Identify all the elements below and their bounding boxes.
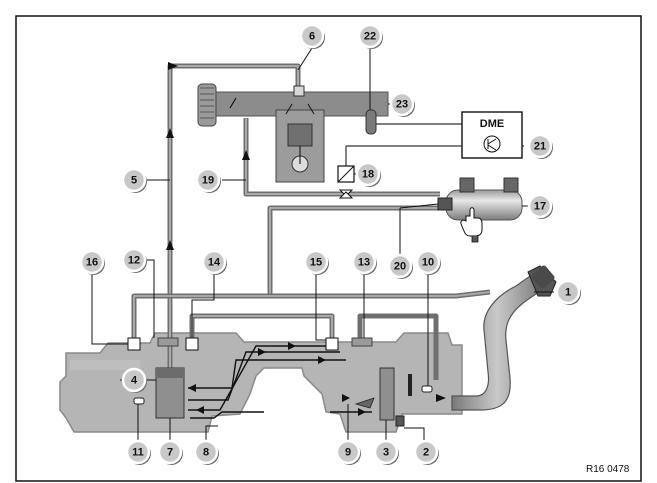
fuel-level-probe xyxy=(408,374,412,396)
callout-23: 23 xyxy=(389,91,415,117)
callout-label: 1 xyxy=(565,287,571,299)
dme-label: DME xyxy=(480,118,504,130)
callout-8: 8 xyxy=(193,439,219,465)
injector xyxy=(293,85,305,97)
callout-10: 10 xyxy=(415,249,441,275)
tank-sensor-left xyxy=(133,397,145,405)
fuel-level-sender xyxy=(379,367,395,421)
callout-label: 7 xyxy=(167,447,173,459)
callout-7: 7 xyxy=(157,439,183,465)
throttle-body xyxy=(197,83,217,127)
callout-5: 5 xyxy=(121,167,147,193)
callout-3: 3 xyxy=(373,439,399,465)
callout-label: 14 xyxy=(208,257,221,269)
callout-17: 17 xyxy=(527,193,553,219)
fuel-pump-top xyxy=(156,368,184,378)
callout-15: 15 xyxy=(303,249,329,275)
hand-pointer-icon xyxy=(460,207,483,243)
charcoal-canister xyxy=(437,177,523,221)
callout-label: 17 xyxy=(534,201,546,213)
vent-valve-16 xyxy=(127,337,141,351)
callout-label: 22 xyxy=(364,31,376,43)
reference-code: R16 0478 xyxy=(586,464,630,475)
callout-12: 12 xyxy=(121,247,147,273)
throttle-ribs xyxy=(200,87,214,119)
callout-16: 16 xyxy=(79,249,105,275)
callout-label: 16 xyxy=(86,257,98,269)
leader-lines xyxy=(91,47,554,442)
callout-label: 11 xyxy=(132,447,144,459)
callout-label: 2 xyxy=(423,447,429,459)
callout-label: 12 xyxy=(128,255,140,267)
tank-highlight xyxy=(70,360,140,370)
callout-2: 2 xyxy=(413,439,439,465)
callout-label: 20 xyxy=(394,261,406,273)
callout-18: 18 xyxy=(355,161,381,187)
tank-vent-valve xyxy=(421,385,433,393)
flange-13 xyxy=(351,337,373,347)
intake-valve xyxy=(285,103,293,115)
callout-14: 14 xyxy=(201,249,227,275)
callout-label: 9 xyxy=(345,447,351,459)
callout-label: 5 xyxy=(131,175,137,187)
dme-transistor-lines xyxy=(487,138,497,151)
callout-21: 21 xyxy=(527,133,553,159)
callout-label: 10 xyxy=(422,257,434,269)
callout-label: 18 xyxy=(362,169,374,181)
callout-1: 1 xyxy=(555,279,581,305)
callout-22: 22 xyxy=(357,23,383,49)
callout-6: 6 xyxy=(299,23,325,49)
callout-label: 4 xyxy=(131,375,138,387)
throttle-plate xyxy=(229,97,237,109)
vent-valve-14 xyxy=(185,337,199,351)
pressure-sensor xyxy=(365,109,377,135)
callout-9: 9 xyxy=(335,439,361,465)
callout-13: 13 xyxy=(351,249,377,275)
callout-20: 20 xyxy=(387,253,413,279)
callout-label: 19 xyxy=(202,175,214,187)
callout-label: 23 xyxy=(396,99,408,111)
suction-jet-pump xyxy=(395,415,405,427)
dme-transistor-symbol xyxy=(483,135,501,153)
fuel-lines xyxy=(131,63,491,380)
check-valve-bottom xyxy=(338,191,354,199)
leader-20 xyxy=(399,203,439,209)
callout-label: 15 xyxy=(310,257,322,269)
exhaust-valve xyxy=(307,103,315,115)
flow-arrows xyxy=(166,62,446,419)
callout-label: 3 xyxy=(383,447,389,459)
callout-4: 4 xyxy=(121,367,147,393)
callout-label: 8 xyxy=(203,447,209,459)
piston xyxy=(287,123,313,147)
filler-cap-ring xyxy=(531,265,555,289)
vent-valve-15 xyxy=(325,337,339,351)
pressure-regulator-9 xyxy=(354,397,375,409)
callout-label: 6 xyxy=(309,31,315,43)
callout-19: 19 xyxy=(195,167,221,193)
flange-12 xyxy=(157,337,179,347)
callout-11: 11 xyxy=(125,439,151,465)
purge-valve-diag xyxy=(337,165,355,183)
callout-label: 13 xyxy=(358,257,370,269)
callout-label: 21 xyxy=(534,141,546,153)
